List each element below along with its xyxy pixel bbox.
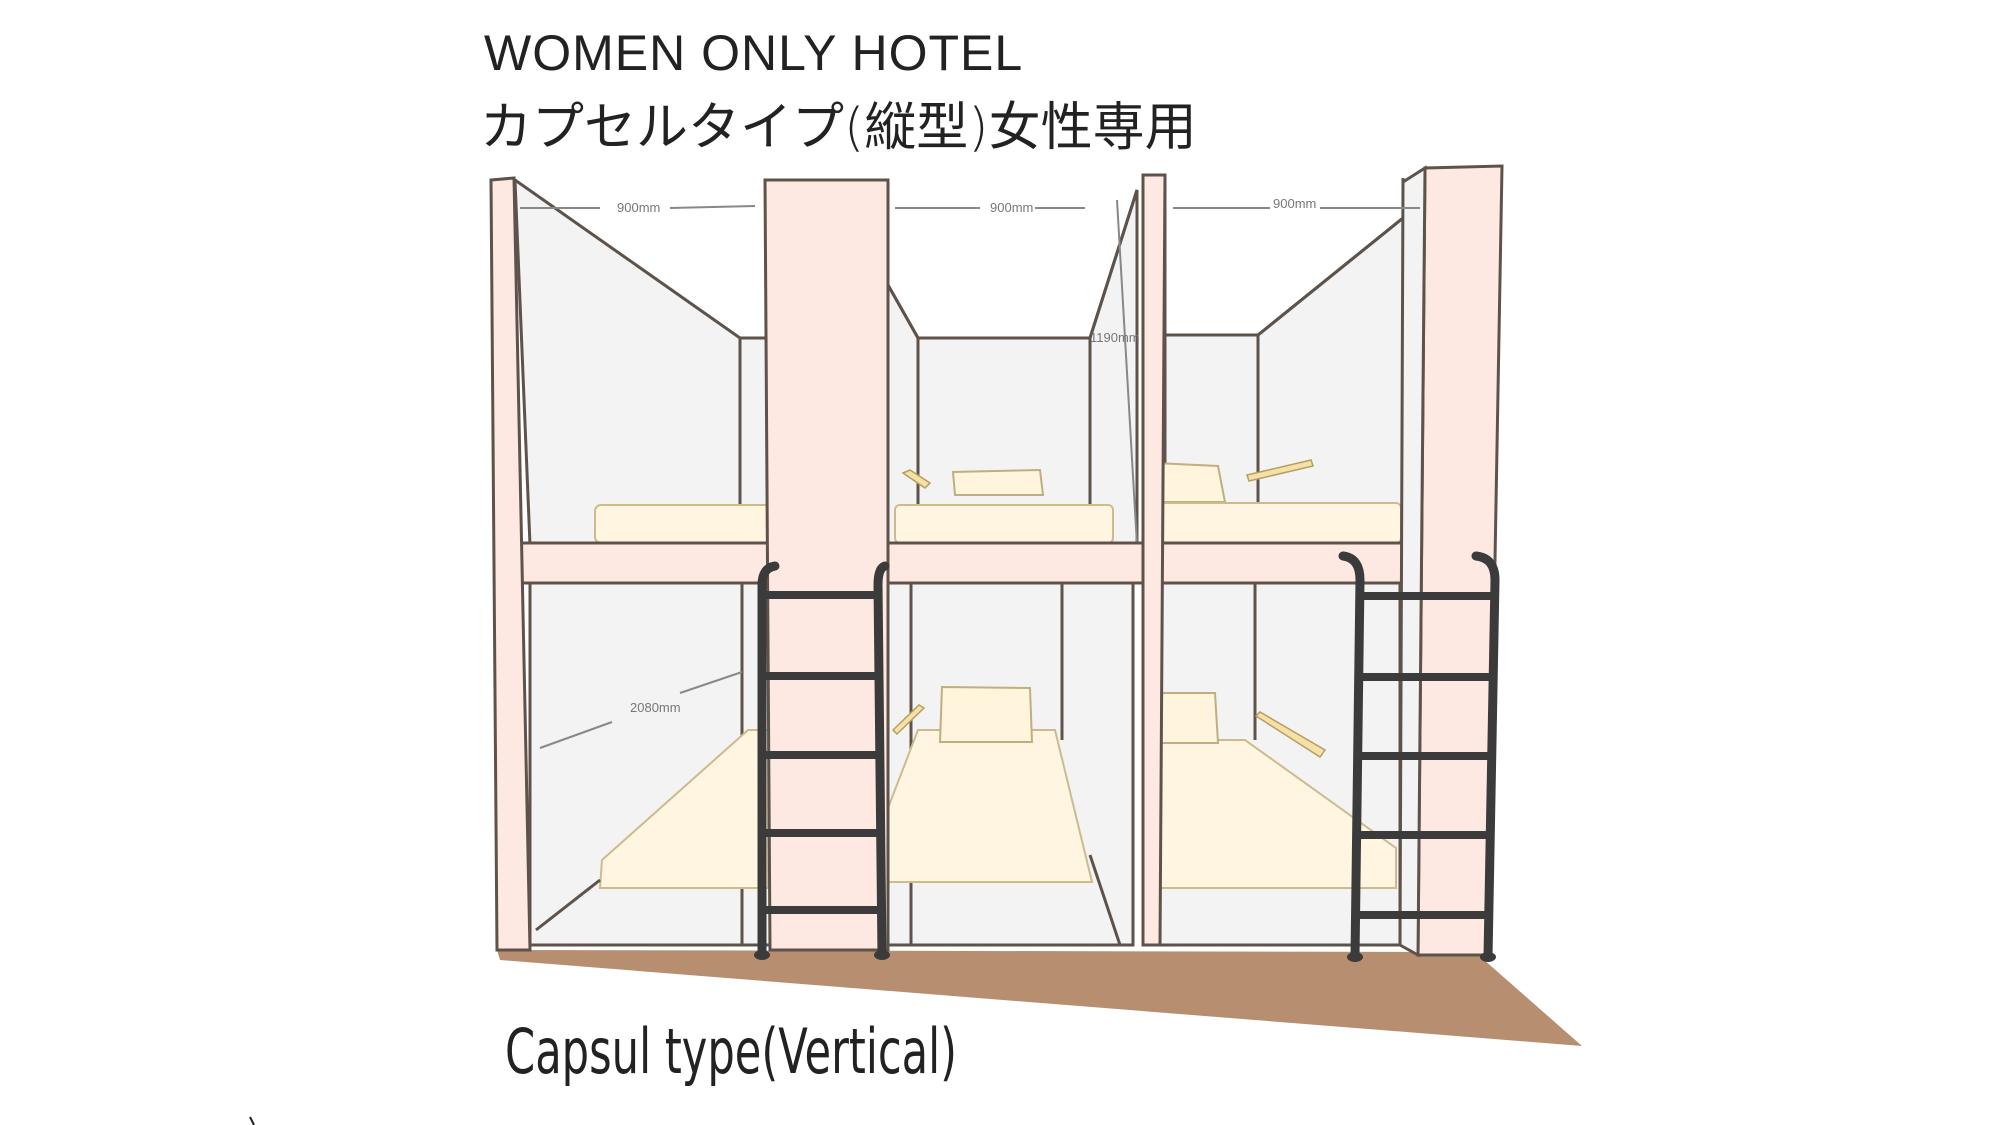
middle-post bbox=[1141, 173, 1167, 947]
dim-width-right-label: 900mm bbox=[1273, 196, 1316, 211]
dim-height-label: 1190mm bbox=[1090, 330, 1140, 345]
dimension-lines: 900mm 900mm 900mm bbox=[520, 196, 1420, 215]
left-post bbox=[489, 176, 532, 952]
shelf-board bbox=[1246, 459, 1314, 482]
capsule-lower-left: 2080mm bbox=[528, 581, 772, 947]
capsule-upper-middle: 1190mm bbox=[886, 189, 1140, 547]
mattress bbox=[887, 729, 1094, 883]
shelf-board bbox=[891, 704, 926, 736]
shelf-board bbox=[1254, 711, 1327, 759]
caption: Capsul type(Vertical) bbox=[505, 1015, 957, 1088]
pillow bbox=[938, 685, 1034, 743]
mattress bbox=[1152, 502, 1402, 544]
dim-length-label: 2080mm bbox=[630, 700, 681, 715]
stray-mark bbox=[249, 1116, 255, 1125]
capsule-upper-right bbox=[1152, 178, 1405, 547]
pillow bbox=[951, 468, 1045, 496]
dim-width-left-label: 900mm bbox=[617, 200, 660, 215]
capsule-upper-left bbox=[513, 177, 774, 547]
mattress bbox=[894, 504, 1114, 544]
ladder-left bbox=[754, 561, 890, 960]
dim-width-middle-label: 900mm bbox=[990, 200, 1033, 215]
capsule-lower-middle bbox=[886, 581, 1135, 947]
ladder-right bbox=[1338, 551, 1500, 962]
mattress bbox=[594, 504, 771, 544]
middle-shelf-beam bbox=[495, 541, 1477, 585]
pillow bbox=[1156, 692, 1220, 744]
pillow bbox=[1153, 461, 1227, 503]
title-japanese: カプセルタイプ(縦型)女性専用 bbox=[480, 98, 1197, 158]
title-english: WOMEN ONLY HOTEL bbox=[484, 25, 1023, 81]
floor bbox=[497, 950, 1582, 1046]
shelf-board bbox=[901, 469, 932, 489]
